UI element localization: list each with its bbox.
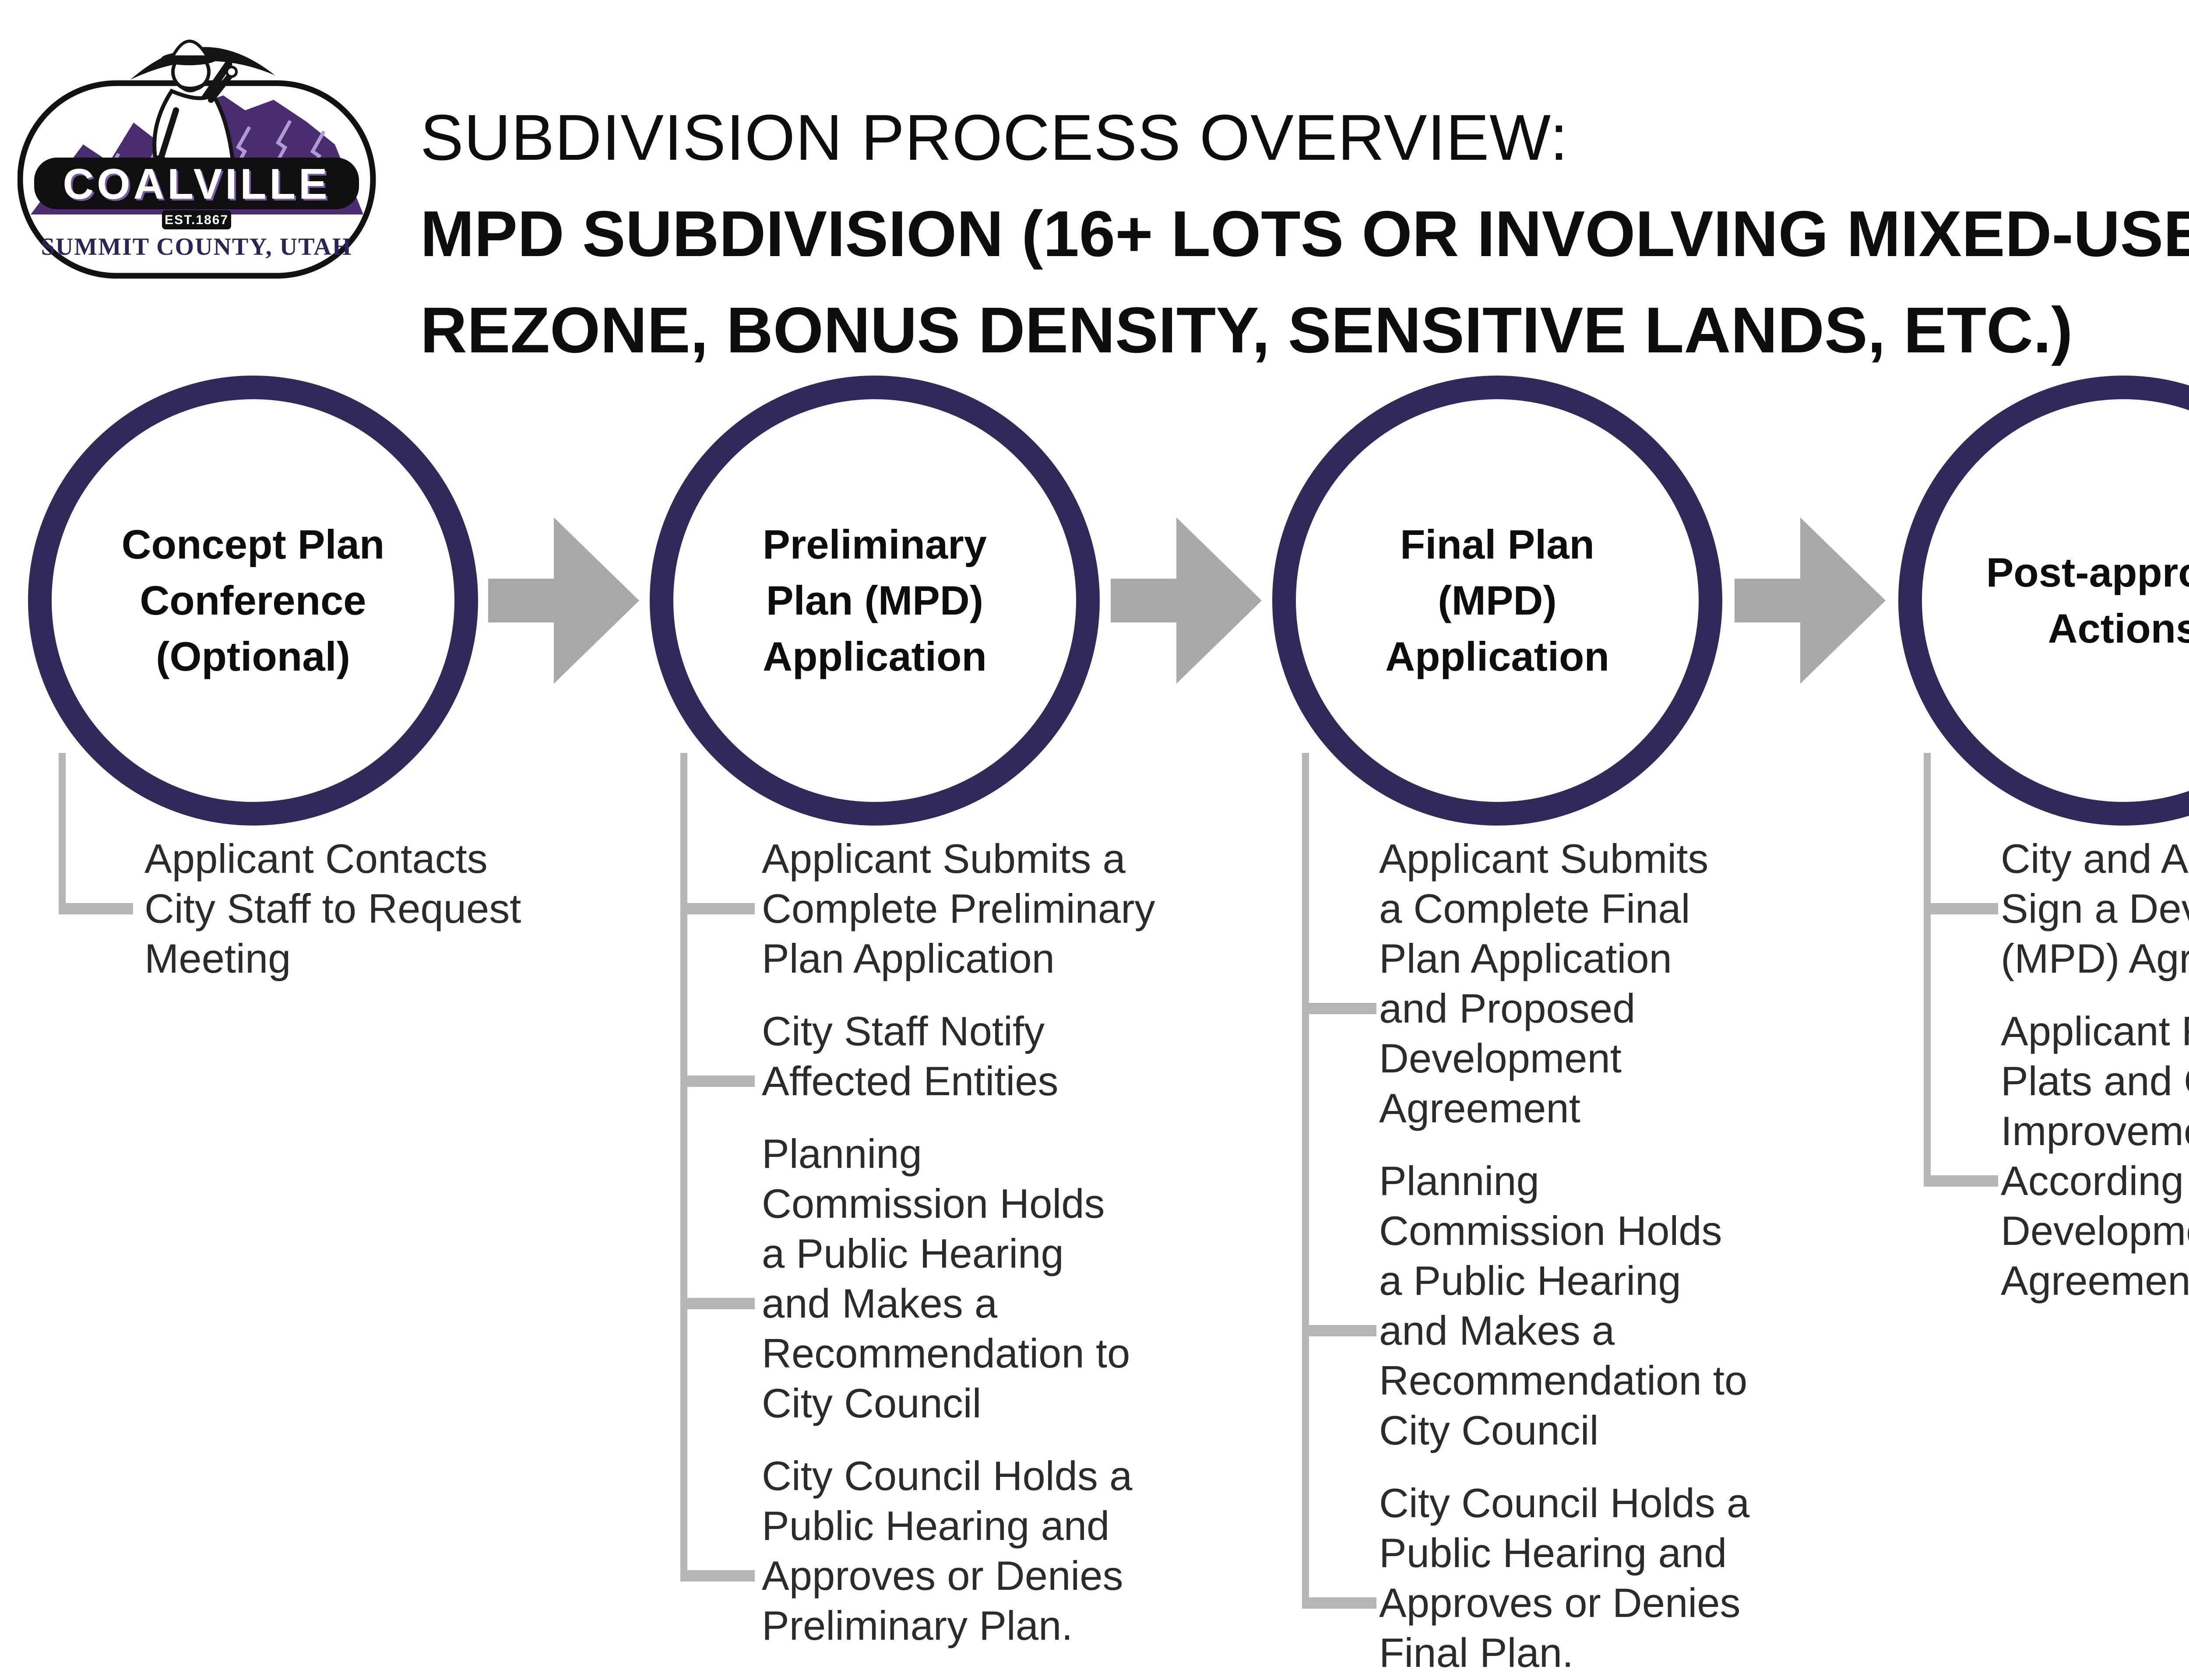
bracket-line: [680, 753, 687, 1582]
step-item: Planning Commission Holds a Public Heari…: [1379, 1158, 1748, 1453]
bracket-tick: [680, 1570, 755, 1582]
bracket-tick: [680, 1075, 755, 1087]
title-line-3: REZONE, BONUS DENSITY, SENSITIVE LANDS, …: [420, 294, 2073, 366]
stage-label: Preliminary Plan (MPD) Application: [762, 521, 987, 679]
title-line-2: MPD SUBDIVISION (16+ LOTS OR INVOLVING M…: [420, 198, 2189, 270]
stage-label: Post-approval Actions: [1986, 549, 2189, 651]
stage-circle-preliminary-plan: Preliminary Plan (MPD) Application: [650, 376, 1100, 826]
logo-name-band: [34, 158, 359, 209]
bracket-tick: [680, 1298, 755, 1309]
bracket-tick: [1924, 903, 1998, 914]
flow-arrow-icon: [1735, 517, 1886, 684]
bracket-tick: [1924, 1175, 1998, 1187]
step-item: City Staff Notify Affected Entities: [762, 1008, 1059, 1104]
coalville-logo: COALVILLE COALVILLE EST.1867 SUMMIT COUN…: [18, 39, 376, 279]
step-item: Applicant Contacts City Staff to Request…: [144, 836, 521, 981]
logo-city-name: COALVILLE: [63, 160, 330, 208]
bracket-tick: [1302, 1325, 1376, 1336]
flow-arrow-icon: [488, 517, 639, 684]
bracket-line: [1302, 753, 1309, 1609]
bracket-tick: [1302, 1003, 1376, 1014]
step-item: City Council Holds a Public Hearing and …: [762, 1453, 1133, 1648]
title-line-1: SUBDIVISION PROCESS OVERVIEW:: [420, 102, 1569, 174]
steps-preliminary-plan: Applicant Submits a Complete Preliminary…: [762, 834, 1278, 1651]
page-title: SUBDIVISION PROCESS OVERVIEW: MPD SUBDIV…: [420, 90, 2189, 379]
step-item: Applicant Records Plats and Completes Im…: [2001, 1008, 2189, 1304]
bracket-tick: [59, 903, 133, 914]
stage-circle-post-approval: Post-approval Actions: [1898, 376, 2189, 826]
stage-circle-final-plan: Final Plan (MPD) Application: [1272, 376, 1722, 826]
flow-arrow-icon: [1111, 517, 1262, 684]
steps-final-plan: Applicant Submits a Complete Final Plan …: [1379, 834, 1896, 1678]
steps-post-approval: City and Applicant Sign a Development (M…: [2001, 834, 2189, 1306]
bracket-tick: [1302, 1597, 1376, 1609]
stage-label: Concept Plan Conference (Optional): [121, 521, 385, 679]
logo-city-name-shadow: COALVILLE: [64, 162, 332, 210]
step-item: City Council Holds a Public Hearing and …: [1379, 1480, 1750, 1676]
step-item: Applicant Submits a Complete Preliminary…: [762, 836, 1155, 981]
logo-est-badge: [162, 210, 231, 229]
bracket-tick: [680, 903, 755, 914]
step-item: Planning Commission Holds a Public Heari…: [762, 1131, 1130, 1426]
step-item: City and Applicant Sign a Development (M…: [2001, 836, 2189, 981]
logo-est-text: EST.1867: [165, 213, 229, 227]
logo-county-name: SUMMIT COUNTY, UTAH: [41, 233, 352, 260]
steps-concept-plan: Applicant Contacts City Staff to Request…: [144, 834, 661, 984]
stage-label: Final Plan (MPD) Application: [1385, 521, 1609, 679]
stage-circle-concept-plan: Concept Plan Conference (Optional): [28, 376, 478, 826]
bracket-line: [59, 753, 66, 914]
bracket-line: [1924, 753, 1931, 1187]
step-item: Applicant Submits a Complete Final Plan …: [1379, 836, 1709, 1131]
